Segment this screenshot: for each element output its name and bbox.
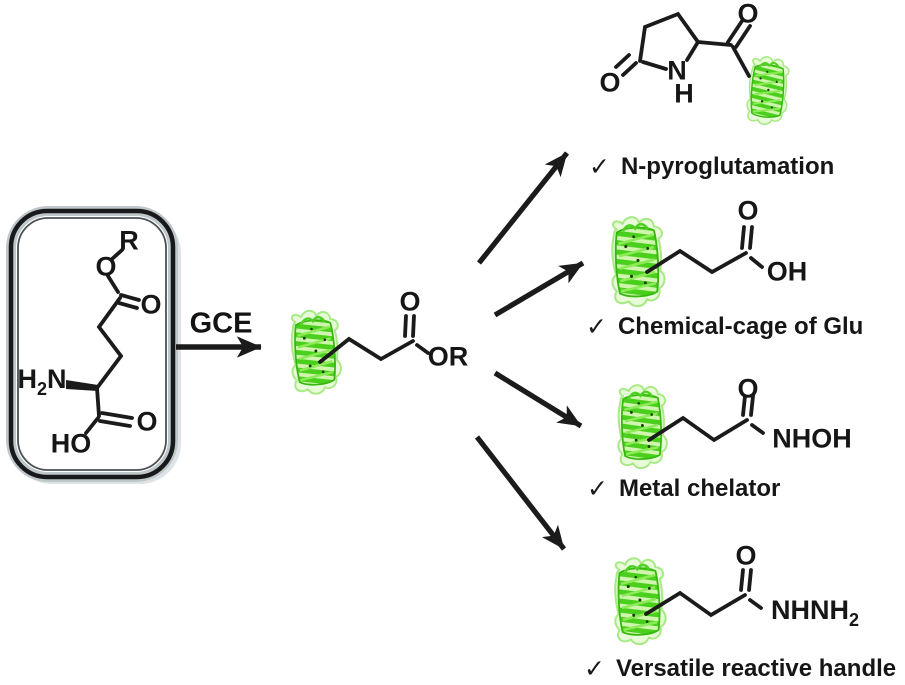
product-label-text: Versatile reactive handle [615, 655, 897, 682]
reactive-handle-carbonyl-o-label: O [735, 540, 757, 571]
metal-chelator-carbonyl-o-label: O [737, 373, 759, 404]
pyroglutamate-n-label: N [667, 55, 687, 86]
intermediate-ester-bonds [318, 314, 430, 364]
pyroglutamate-ring-o-label: O [599, 67, 621, 98]
gfp-protein-icon [744, 54, 792, 128]
reactive-handle-bonds [644, 568, 763, 618]
reactive-handle-nhnh2-label: NHNH2 [770, 595, 860, 630]
substrate-ester-carbonyl-o-label: O [140, 289, 162, 320]
hydrazide-nhnh: NHNH [770, 595, 849, 625]
product-arrows [474, 151, 585, 551]
gfp-protein-icon [610, 555, 669, 647]
metal-chelator-bonds [647, 394, 765, 443]
substrate-glutamate-bonds [66, 248, 141, 435]
checkmark-icon: ✓ [589, 152, 610, 181]
gfp-protein-icon [607, 214, 668, 309]
pyroglutamate-carbonyl-o-label: O [737, 0, 759, 29]
product-label-n-pyroglutamation: ✓ N-pyroglutamation [589, 150, 834, 184]
gfp-protein-icon [614, 382, 670, 471]
substrate-acid-o-label: O [136, 406, 158, 437]
metal-chelator-nhoh-label: NHOH [772, 423, 852, 454]
substrate-r-label: R [119, 225, 139, 256]
pyroglutamate-nh-label: H [674, 78, 694, 109]
checkmark-icon: ✓ [586, 312, 607, 341]
intermediate-or-label: OR [427, 341, 469, 372]
checkmark-icon: ✓ [587, 474, 608, 503]
product-label-text: Chemical-cage of Glu [617, 313, 864, 340]
product-label-text: Metal chelator [618, 475, 781, 502]
caged-glu-oh-label: OH [766, 256, 808, 287]
product-label-metal-chelator: ✓ Metal chelator [587, 472, 780, 506]
substrate-ester-o-label: O [95, 251, 117, 282]
product-label-reactive-handle: ✓ Versatile reactive handle [584, 652, 896, 685]
product-label-text: N-pyroglutamation [620, 153, 835, 180]
substrate-box [6, 206, 181, 484]
product-label-chemical-cage: ✓ Chemical-cage of Glu [586, 310, 863, 344]
checkmark-icon: ✓ [584, 654, 605, 683]
substrate-acid-ho-label: HO [50, 428, 92, 459]
pyroglutamate-bonds [614, 11, 752, 78]
intermediate-carbonyl-o-label: O [399, 286, 421, 317]
hydrazide-sub: 2 [848, 610, 860, 630]
amine-h: H [17, 364, 37, 394]
substrate-amine-label: H2N [17, 364, 67, 399]
caged-glu-carbonyl-o-label: O [737, 195, 759, 226]
caged-glu-bonds [645, 225, 764, 275]
gce-arrow-label: GCE [189, 307, 253, 340]
amine-sub: 2 [36, 379, 48, 399]
amine-n: N [47, 364, 67, 394]
